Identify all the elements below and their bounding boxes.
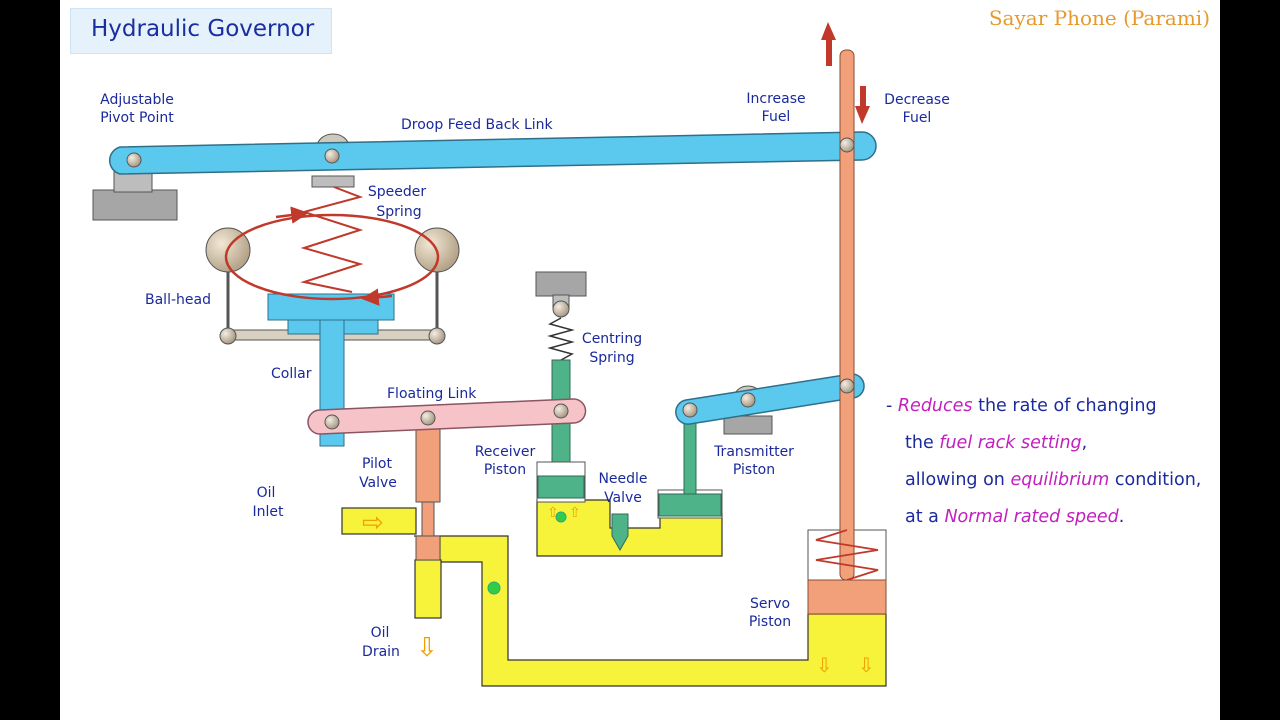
needle-valve — [611, 513, 629, 552]
label-increase-fuel-1: Increase — [746, 91, 805, 107]
note-line-1: - Reduces the rate of changing — [886, 396, 1157, 416]
increase-fuel-arrow — [821, 22, 836, 66]
rotation-ellipse — [224, 213, 440, 301]
label-receiver-piston-2: Piston — [484, 462, 526, 478]
label-pilot-valve-2: Valve — [359, 475, 397, 491]
label-droop-link: Droop Feed Back Link — [401, 117, 554, 133]
drain-arrow: ⇩ — [416, 633, 438, 663]
label-adjustable-pivot-1: Adjustable — [100, 92, 174, 108]
servo-piston — [807, 579, 887, 615]
receiver-piston — [537, 475, 585, 499]
label-oil-drain-1: Oil — [371, 625, 390, 641]
label-transmitter-piston-2: Piston — [733, 462, 775, 478]
diagram-labels: Adjustable Pivot Point Droop Feed Back L… — [100, 91, 950, 660]
receiver-piston-assembly: ⇧ ⇧ — [535, 271, 587, 523]
label-needle-valve-1: Needle — [598, 471, 647, 487]
label-servo-piston-2: Piston — [749, 614, 791, 630]
note-line-3: allowing on equilibrium condition, — [905, 470, 1202, 490]
pilot-valve — [415, 419, 441, 503]
pin-joints — [126, 137, 855, 430]
label-adjustable-pivot-2: Pivot Point — [100, 110, 174, 126]
label-pilot-valve-1: Pilot — [362, 456, 392, 472]
speeder-spring — [300, 186, 364, 293]
label-collar: Collar — [271, 366, 312, 382]
note-line-2: the fuel rack setting, — [905, 433, 1088, 453]
label-floating-link: Floating Link — [387, 386, 477, 402]
label-decrease-fuel-2: Fuel — [903, 110, 932, 126]
label-increase-fuel-2: Fuel — [762, 109, 791, 125]
label-receiver-piston-1: Receiver — [475, 444, 536, 460]
label-servo-piston-1: Servo — [750, 596, 790, 612]
inlet-arrow: ⇨ — [362, 508, 384, 538]
label-ball-head: Ball-head — [145, 292, 211, 308]
label-centring-spring-1: Centring — [582, 331, 642, 347]
explanation-note: - Reduces the rate of changing the fuel … — [886, 388, 1226, 536]
transmitter-piston — [658, 493, 722, 517]
oil-flow-indicator — [555, 511, 567, 523]
centring-spring — [547, 317, 575, 361]
label-needle-valve-2: Valve — [604, 490, 642, 506]
droop-feedback-link — [108, 131, 877, 175]
pilot-valve-assembly — [415, 419, 501, 595]
label-oil-inlet-2: Inlet — [253, 504, 285, 520]
svg-text:⇧: ⇧ — [547, 505, 559, 521]
note-line-4: at a Normal rated speed. — [905, 507, 1125, 527]
page-title: Hydraulic Governor — [91, 16, 315, 42]
label-transmitter-piston-1: Transmitter — [713, 444, 794, 460]
svg-text:⇧: ⇧ — [569, 505, 581, 521]
drain-passage — [414, 559, 442, 619]
label-oil-inlet-1: Oil — [257, 485, 276, 501]
label-speeder-spring-2: Spring — [376, 204, 421, 220]
slide-canvas — [60, 0, 1220, 720]
label-centring-spring-2: Spring — [589, 350, 634, 366]
adjustable-pivot-block — [92, 167, 178, 221]
svg-text:⇩: ⇩ — [816, 653, 833, 677]
floating-link — [307, 398, 587, 435]
servo-rod — [839, 49, 855, 581]
svg-text:⇩: ⇩ — [858, 653, 875, 677]
spring-seat — [311, 175, 355, 188]
oil-flow-indicator-2 — [487, 581, 501, 595]
label-decrease-fuel-1: Decrease — [884, 92, 950, 108]
label-oil-drain-2: Drain — [362, 644, 400, 660]
decrease-fuel-arrow — [855, 86, 870, 124]
label-speeder-spring-1: Speeder — [368, 184, 427, 200]
oil-inlet-passage — [341, 507, 417, 535]
title-box: Hydraulic Governor — [70, 8, 332, 54]
credit-text: Sayar Phone (Parami) — [988, 6, 1210, 30]
servo-assembly: ⇩ ⇩ — [807, 49, 887, 677]
